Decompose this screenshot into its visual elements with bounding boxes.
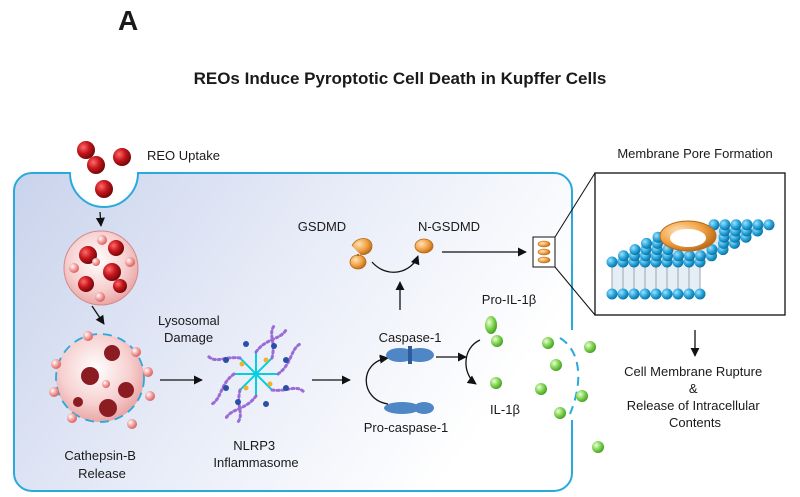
lipid-head xyxy=(706,244,718,256)
lipid-head xyxy=(606,288,618,300)
lipid-head xyxy=(730,219,742,231)
il1b-label: IL-1β xyxy=(490,402,520,417)
gsdmd-label: GSDMD xyxy=(298,219,346,234)
released-il1b xyxy=(535,337,604,453)
endosome xyxy=(63,230,139,306)
cathepsin-release-label: Cathepsin-B Release xyxy=(64,448,139,481)
lipid-head xyxy=(650,288,662,300)
lipid-head xyxy=(641,237,652,249)
pro-il1b-label: Pro-IL-1β xyxy=(482,292,536,307)
caspase-1-label: Caspase-1 xyxy=(379,330,442,345)
reo-uptake-label: REO Uptake xyxy=(147,148,220,163)
lipid-head xyxy=(617,288,629,300)
lipid-head xyxy=(695,250,706,262)
lipid-head xyxy=(606,256,618,268)
lipid-head xyxy=(661,288,673,300)
caspase-1-icon xyxy=(386,346,434,364)
n-gsdmd-icon xyxy=(414,238,434,254)
damaged-lysosome xyxy=(49,331,155,429)
lipid-head xyxy=(763,219,775,231)
lipid-head xyxy=(628,288,640,300)
pro-caspase-1-label: Pro-caspase-1 xyxy=(364,420,449,435)
lipid-head xyxy=(684,250,695,262)
lipid-head xyxy=(672,288,684,300)
lipid-head xyxy=(741,219,753,231)
membrane-pore-icon xyxy=(532,236,556,268)
ruptured-membrane xyxy=(559,337,580,415)
nlrp3-label: NLRP3 Inflammasome xyxy=(213,438,298,470)
pro-il1b-icon xyxy=(485,316,503,347)
reo-particles xyxy=(77,141,131,198)
lipid-head xyxy=(673,250,684,262)
lipid-bilayer xyxy=(606,219,775,300)
panel-letter: A xyxy=(118,5,138,36)
lipid-head xyxy=(694,288,706,300)
nlrp3-inflammasome xyxy=(206,324,306,424)
lipid-head xyxy=(639,288,651,300)
gsdmd-icon xyxy=(349,238,373,270)
lipid-head xyxy=(618,250,629,262)
lipid-head xyxy=(629,244,641,256)
membrane-pore-label: Membrane Pore Formation xyxy=(617,146,772,161)
rupture-label: Cell Membrane Rupture & Release of Intra… xyxy=(624,364,766,430)
lipid-head xyxy=(683,288,695,300)
lipid-head xyxy=(752,219,764,231)
pro-caspase-1-icon xyxy=(384,402,434,414)
lysosomal-damage-label: Lysosomal Damage xyxy=(158,313,223,345)
lipid-head xyxy=(719,219,731,231)
diagram-title: REOs Induce Pyroptotic Cell Death in Kup… xyxy=(194,69,607,88)
n-gsdmd-label: N-GSDMD xyxy=(418,219,480,234)
il1b-icon xyxy=(490,377,502,389)
